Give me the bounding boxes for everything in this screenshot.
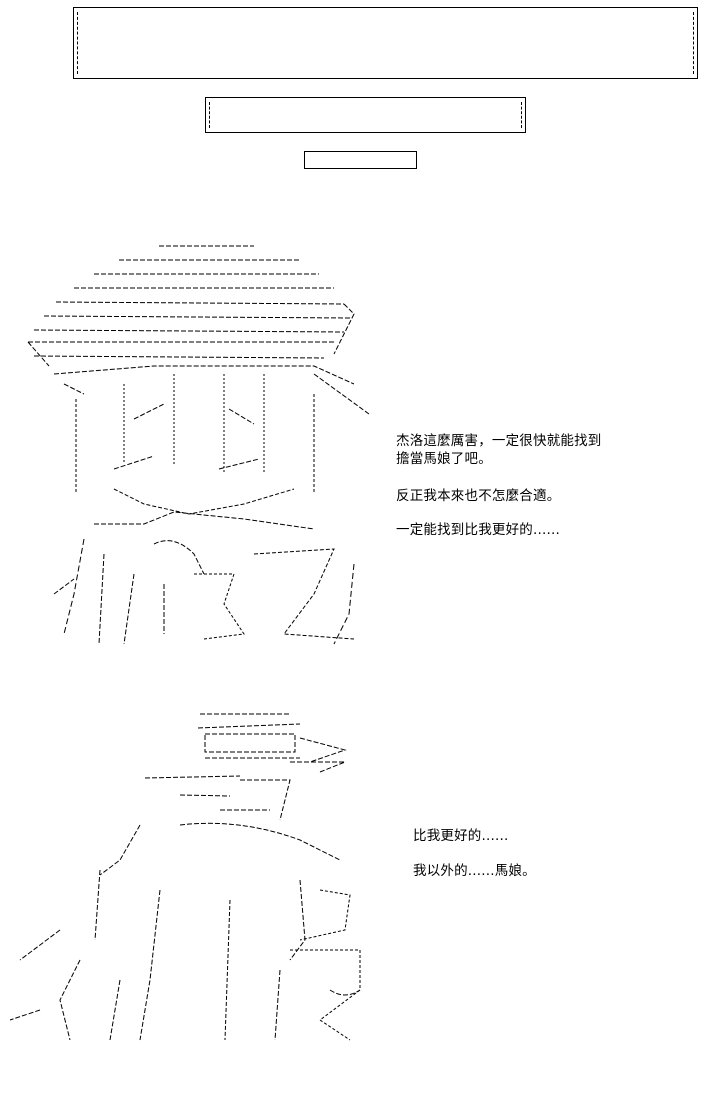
character-back-art (0, 700, 380, 1050)
dialogue-line: 一定能找到比我更好的...... (396, 522, 560, 538)
title-frame-medium (205, 97, 526, 133)
dialogue-line: 我以外的......馬娘。 (413, 863, 536, 879)
title-frame-large (73, 7, 698, 79)
dialogue-line: 杰洛這麼厲害，一定很快就能找到 (396, 433, 602, 449)
title-frame-small (304, 151, 417, 169)
character-cap-art (14, 234, 384, 654)
dialogue-line: 擔當馬娘了吧。 (396, 451, 492, 467)
dialogue-line: 反正我本來也不怎麼合適。 (396, 488, 561, 504)
dialogue-line: 比我更好的...... (413, 828, 509, 844)
